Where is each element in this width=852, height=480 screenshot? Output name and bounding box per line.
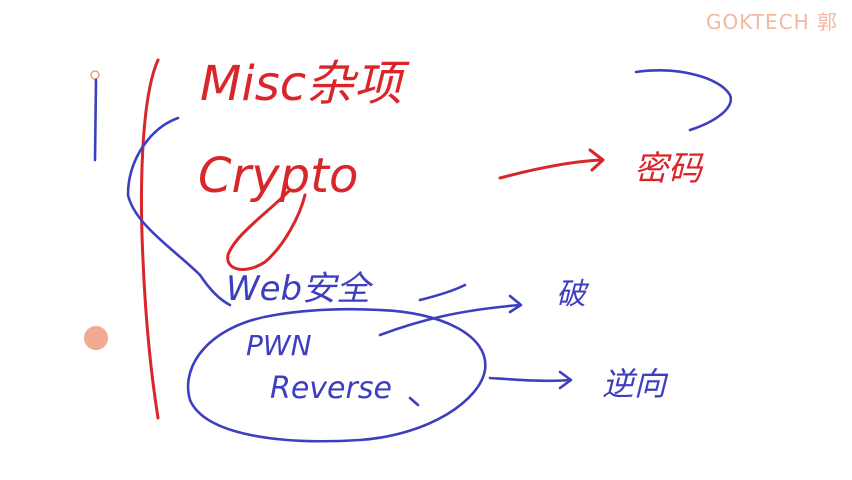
pwn-target-label: 破 — [556, 277, 590, 312]
blue-bracket — [126, 116, 232, 307]
crypto-label: Crypto — [198, 148, 358, 204]
reverse-arrowhead — [558, 370, 573, 390]
reverse-target-label: 逆向 — [602, 365, 669, 403]
blue-hook — [634, 69, 733, 132]
reverse-label: Reverse — [270, 371, 392, 406]
misc-label: Misc杂项 — [200, 56, 410, 112]
crypto-arrow-line — [498, 158, 602, 180]
red-bracket — [140, 58, 160, 420]
red-loop — [226, 188, 307, 271]
reverse-tail-stroke — [408, 396, 420, 407]
blue-ellipse — [186, 307, 487, 443]
crypto-target-label: 密码 — [634, 149, 704, 189]
small-marker-dot — [90, 70, 100, 80]
web-label: Web安全 — [226, 269, 374, 309]
web-tail-stroke — [418, 283, 467, 302]
reverse-arrow-line — [488, 376, 572, 383]
pointer-dot — [84, 326, 108, 350]
watermark: GOKTECH 郭 — [705, 10, 838, 34]
pwn-arrowhead — [508, 294, 523, 314]
crypto-arrowhead — [588, 148, 605, 172]
blue-vertical-stroke — [93, 78, 98, 162]
pwn-arrow-line — [378, 303, 522, 337]
pwn-label: PWN — [246, 329, 312, 362]
